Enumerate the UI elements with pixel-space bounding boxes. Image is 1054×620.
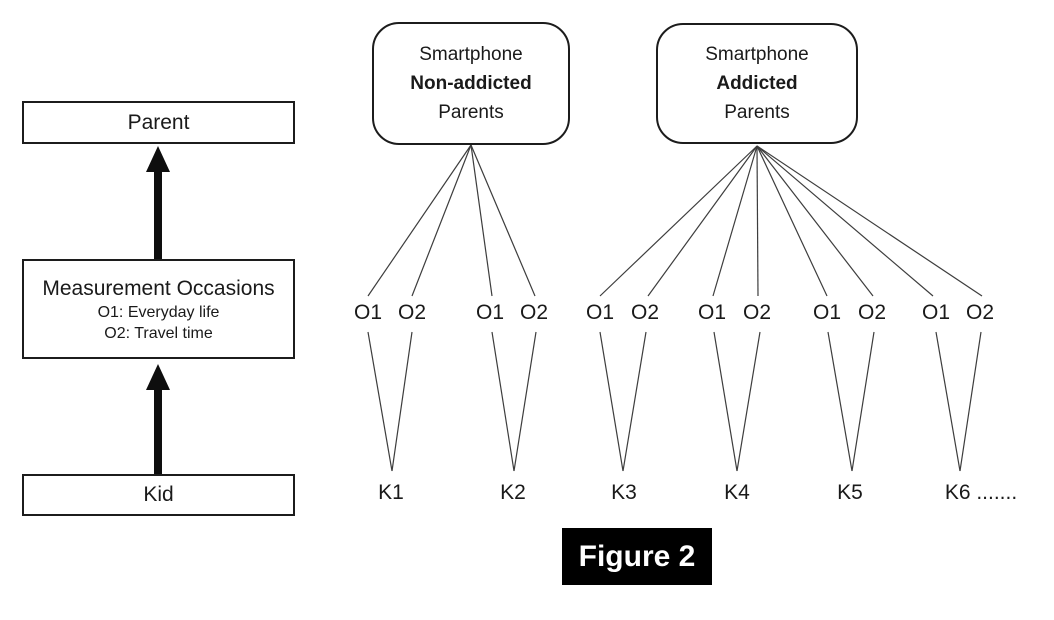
kid-label: K1 <box>378 481 404 504</box>
occasion-label: O1 <box>353 301 383 324</box>
measurement-occasions-title: Measurement Occasions <box>42 276 275 300</box>
occasion-label: O2 <box>857 301 887 324</box>
occasion1-definition: O1: Everyday life <box>97 303 220 321</box>
parent-box-label: Parent <box>127 110 190 134</box>
occasion-label: O2 <box>965 301 995 324</box>
occasion-label: O1 <box>475 301 505 324</box>
measurement-occasions-box: Measurement Occasions O1: Everyday life … <box>22 259 295 359</box>
occasion-label: O2 <box>742 301 772 324</box>
group-line: Parents <box>724 102 790 123</box>
addicted-fan-lines <box>599 145 983 297</box>
group-line: Smartphone <box>705 44 809 65</box>
group-line: Parents <box>438 102 504 123</box>
non-addicted-parents-box: Smartphone Non-addicted Parents <box>372 22 570 145</box>
group-line-bold: Addicted <box>716 73 798 94</box>
occasion2-definition: O2: Travel time <box>104 324 213 342</box>
kid-box-label: Kid <box>143 483 174 506</box>
figure-caption-box: Figure 2 <box>562 528 712 585</box>
occasion-label: O1 <box>585 301 615 324</box>
non-addicted-fan-lines <box>367 144 536 297</box>
measurement-to-parent-arrow <box>146 146 170 259</box>
occasion-label: O1 <box>812 301 842 324</box>
kid-label: K5 <box>837 481 863 504</box>
kid-label: K3 <box>611 481 637 504</box>
occasion-label: O2 <box>519 301 549 324</box>
addicted-parents-box: Smartphone Addicted Parents <box>656 23 858 144</box>
kid-box: Kid <box>22 474 295 516</box>
group-line: Smartphone <box>419 44 523 65</box>
group-line-bold: Non-addicted <box>410 73 532 94</box>
kid-to-measurement-arrow <box>146 364 170 474</box>
parent-box: Parent <box>22 101 295 144</box>
figure-caption-label: Figure 2 <box>578 539 696 573</box>
occasion-label: O1 <box>697 301 727 324</box>
kid-label: K4 <box>724 481 750 504</box>
occasion-label: O2 <box>397 301 427 324</box>
occasion-label: O1 <box>921 301 951 324</box>
occasion-to-kid-lines <box>367 331 982 472</box>
kid-label: K6 ....... <box>944 481 1018 504</box>
kid-label: K2 <box>500 481 526 504</box>
occasion-label: O2 <box>630 301 660 324</box>
